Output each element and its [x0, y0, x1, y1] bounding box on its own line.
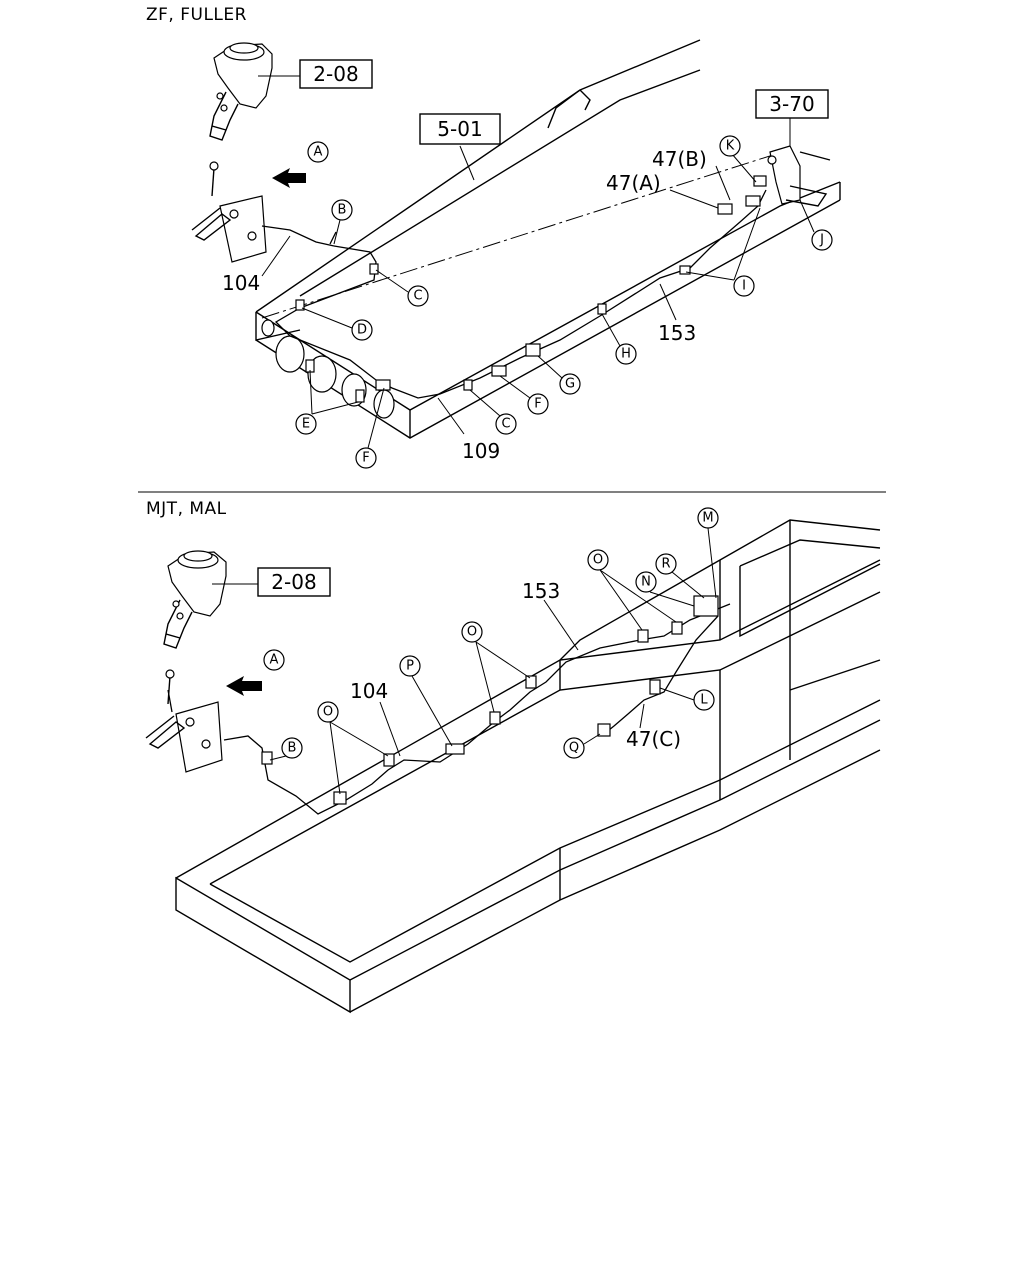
- part-number: 153: [522, 579, 560, 603]
- callout-label: M: [702, 511, 713, 526]
- ref-box: [299, 59, 373, 89]
- ref-box-label: 3-70: [769, 92, 814, 116]
- frame-rail: [255, 39, 841, 439]
- frame-rail: [175, 519, 881, 1014]
- part-number: 104: [350, 679, 388, 703]
- part-number: 47(B): [652, 147, 707, 171]
- reservoir-tank: [163, 550, 258, 649]
- ref-box-label: 2-08: [313, 62, 358, 86]
- callout-label: D: [357, 323, 367, 338]
- callout-label: F: [362, 451, 369, 466]
- ref-box-label: 2-08: [271, 570, 316, 594]
- section-zf-fuller: ZF, FULLER 2-08 A: [146, 5, 841, 469]
- part-number: 104: [222, 271, 260, 295]
- callout-label: O: [323, 705, 333, 720]
- callout-label: R: [661, 557, 670, 572]
- callout-label: B: [288, 741, 297, 756]
- callout-bubble: [307, 141, 329, 163]
- callout-label: C: [501, 417, 510, 432]
- callout-label: C: [413, 289, 422, 304]
- section-title: MJT, MAL: [146, 499, 227, 519]
- ref-box: [419, 113, 501, 145]
- master-cylinder-bracket: [145, 669, 223, 773]
- callout-label: O: [467, 625, 477, 640]
- part-number: 109: [462, 439, 500, 463]
- callout-label: N: [641, 575, 651, 590]
- callout-label: O: [593, 553, 603, 568]
- callout-label: A: [314, 145, 323, 160]
- callout-label: K: [726, 139, 735, 154]
- ref-box: [755, 89, 829, 119]
- callout-label: I: [742, 279, 746, 294]
- callout-label: J: [819, 233, 824, 248]
- callout-label: G: [565, 377, 575, 392]
- front-direction-arrow-icon: [272, 168, 306, 188]
- section-title: ZF, FULLER: [146, 5, 247, 25]
- part-number: 153: [658, 321, 696, 345]
- callout-label: H: [621, 347, 631, 362]
- callout-label: B: [338, 203, 347, 218]
- master-cylinder-bracket: [191, 161, 335, 263]
- callout-label: L: [700, 693, 708, 708]
- brake-pipe: [274, 189, 767, 399]
- callout-label: P: [406, 659, 414, 674]
- callout-label: E: [302, 417, 310, 432]
- front-direction-arrow-icon: [226, 676, 262, 696]
- callout-label: F: [534, 397, 541, 412]
- ref-box: [257, 567, 331, 597]
- rear-bracket: [767, 118, 831, 207]
- callout-label: Q: [569, 741, 579, 756]
- section-mjt-mal: MJT, MAL 2-08 A: [145, 499, 881, 1014]
- part-number: 47(C): [626, 727, 681, 751]
- part-number: 47(A): [606, 171, 661, 195]
- reservoir-tank: [209, 42, 300, 141]
- callout-label: A: [270, 653, 279, 668]
- ref-box-label: 5-01: [437, 117, 482, 141]
